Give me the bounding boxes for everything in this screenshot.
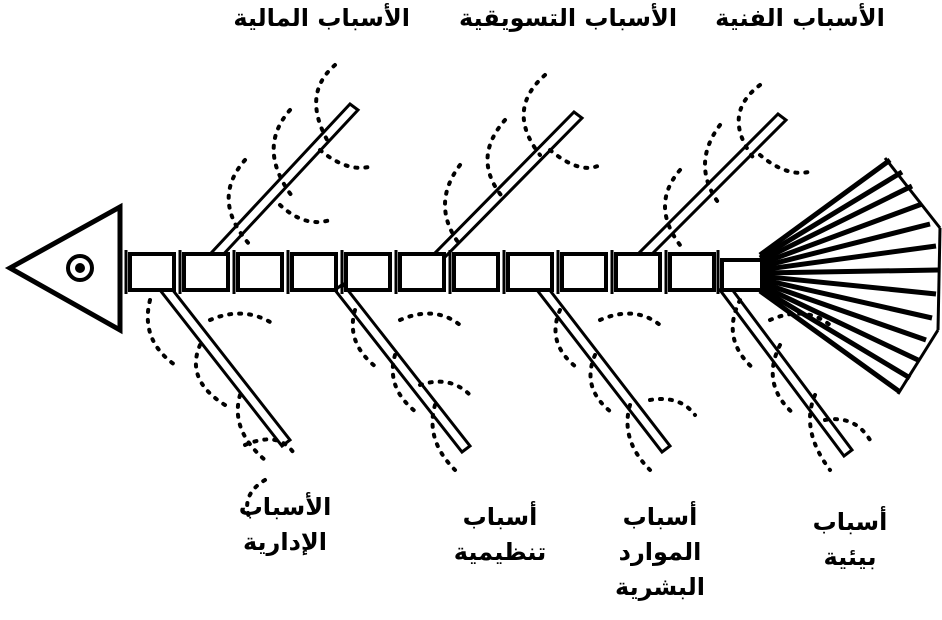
label-marketing-causes: الأسباب التسويقية: [458, 4, 678, 32]
fish-tail: [758, 157, 942, 395]
fish-spine: [124, 250, 764, 294]
label-environmental-line-1: أسباب: [812, 508, 888, 536]
label-hr-line-3: البشرية: [615, 572, 705, 601]
label-administrative-line-1: الأسباب: [238, 493, 332, 521]
label-organizational-causes: أسباب تنظيمية: [440, 500, 560, 570]
label-environmental-causes: أسباب بيئية: [795, 505, 905, 575]
label-administrative-causes: الأسباب الإدارية: [225, 490, 345, 560]
label-hr-line-1: أسباب: [622, 503, 698, 531]
fish-head: [4, 202, 123, 335]
label-environmental-line-2: بيئية: [823, 542, 877, 571]
label-organizational-line-2: تنظيمية: [453, 537, 547, 566]
fish-bones: [157, 101, 855, 459]
label-financial-causes: الأسباب المالية: [233, 4, 410, 32]
label-hr-line-2: الموارد: [618, 537, 702, 566]
label-human-resources-causes: أسباب الموارد البشرية: [600, 500, 720, 604]
label-organizational-line-1: أسباب: [462, 503, 538, 531]
label-administrative-line-2: الإدارية: [242, 527, 328, 556]
label-technical-causes: الأسباب الفنية: [715, 4, 885, 32]
dotted-arcs: [145, 63, 872, 522]
